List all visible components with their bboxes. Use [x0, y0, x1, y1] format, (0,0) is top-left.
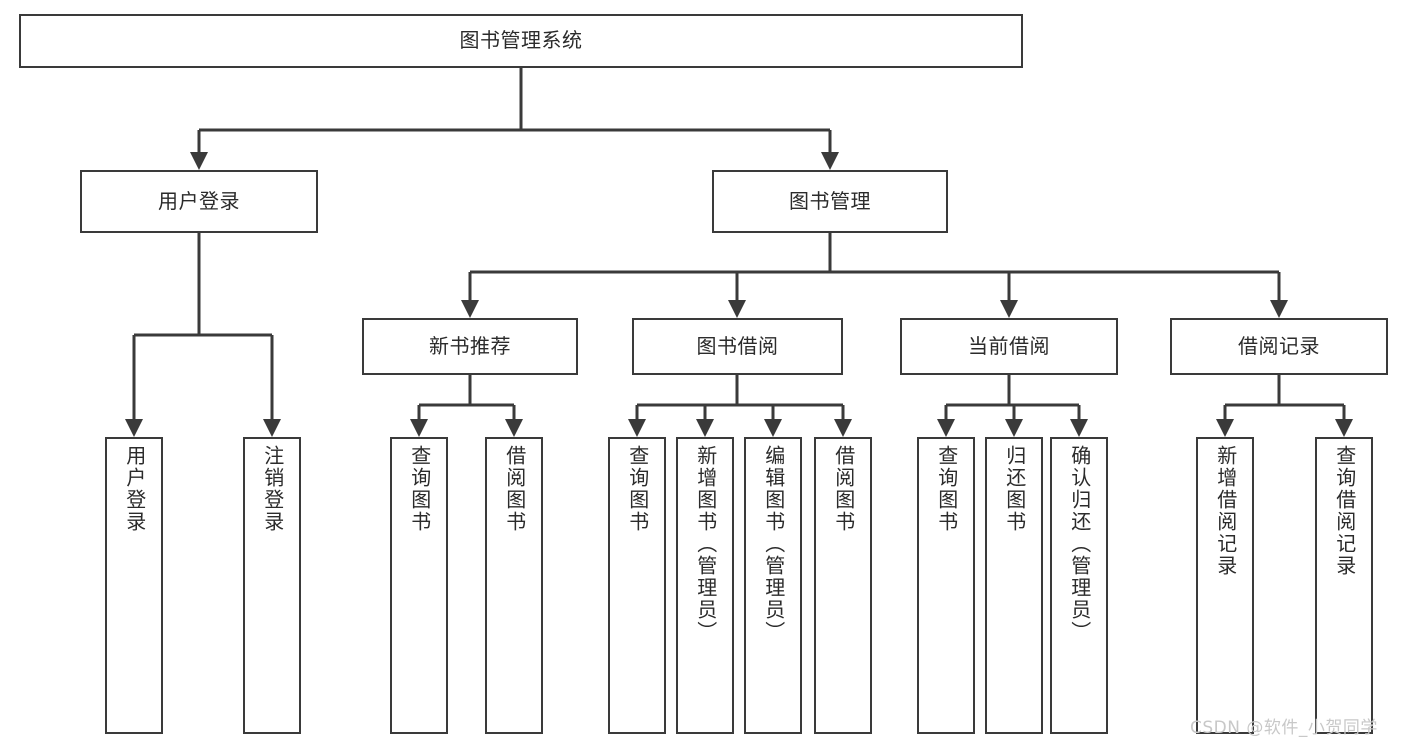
leaf-branch-8-head [1070, 419, 1088, 437]
leaf-branch-4-head [764, 419, 782, 437]
node-label: 新书推荐 [429, 333, 511, 358]
node-leaf-4[interactable]: 查询图书 [608, 437, 666, 734]
node-leaf-5[interactable]: 新增图书（管理员） [676, 437, 734, 734]
node-level1-0[interactable]: 用户登录 [80, 170, 318, 233]
leaf-branch-7-head [1005, 419, 1023, 437]
node-leaf-2[interactable]: 查询图书 [390, 437, 448, 734]
node-label: 新增图书（管理员） [693, 445, 718, 643]
node-label: 借阅图书 [831, 445, 856, 533]
manage-branch-2-head [1000, 300, 1018, 318]
node-leaf-9[interactable]: 归还图书 [985, 437, 1043, 734]
node-leaf-3[interactable]: 借阅图书 [485, 437, 543, 734]
node-leaf-12[interactable]: 查询借阅记录 [1315, 437, 1373, 734]
node-label: 归还图书 [1002, 445, 1027, 533]
login-branch-0-head [125, 419, 143, 437]
manage-branch-1-head [728, 300, 746, 318]
node-label: 查询借阅记录 [1332, 445, 1357, 577]
leaf-branch-1-head [505, 419, 523, 437]
node-level2-3[interactable]: 借阅记录 [1170, 318, 1388, 375]
login-branch-1-head [263, 419, 281, 437]
node-leaf-11[interactable]: 新增借阅记录 [1196, 437, 1254, 734]
node-label: 新增借阅记录 [1213, 445, 1238, 577]
root-branch-0-head [190, 152, 208, 170]
leaf-branch-9-head [1216, 419, 1234, 437]
node-label: 查询图书 [625, 445, 650, 533]
node-label: 当前借阅 [968, 333, 1050, 358]
manage-branch-0-head [461, 300, 479, 318]
node-level2-2[interactable]: 当前借阅 [900, 318, 1118, 375]
node-label: 注销登录 [260, 445, 285, 533]
leaf-branch-5-head [834, 419, 852, 437]
leaf-branch-10-head [1335, 419, 1353, 437]
node-label: 用户登录 [158, 188, 240, 213]
node-label: 查询图书 [934, 445, 959, 533]
leaf-branch-2-head [628, 419, 646, 437]
node-root[interactable]: 图书管理系统 [19, 14, 1023, 68]
node-level1-1[interactable]: 图书管理 [712, 170, 948, 233]
leaf-branch-0-head [410, 419, 428, 437]
node-label: 借阅记录 [1238, 333, 1320, 358]
node-label: 图书管理 [789, 188, 871, 213]
node-label: 查询图书 [407, 445, 432, 533]
node-leaf-8[interactable]: 查询图书 [917, 437, 975, 734]
node-leaf-1[interactable]: 注销登录 [243, 437, 301, 734]
node-label: 编辑图书（管理员） [761, 445, 786, 643]
node-leaf-0[interactable]: 用户登录 [105, 437, 163, 734]
manage-branch-3-head [1270, 300, 1288, 318]
node-leaf-6[interactable]: 编辑图书（管理员） [744, 437, 802, 734]
node-label: 确认归还（管理员） [1067, 445, 1092, 643]
node-level2-1[interactable]: 图书借阅 [632, 318, 843, 375]
node-label: 借阅图书 [502, 445, 527, 533]
node-label: 用户登录 [122, 445, 147, 533]
node-leaf-10[interactable]: 确认归还（管理员） [1050, 437, 1108, 734]
leaf-branch-6-head [937, 419, 955, 437]
node-label: 图书借阅 [696, 333, 779, 358]
node-leaf-7[interactable]: 借阅图书 [814, 437, 872, 734]
node-level2-0[interactable]: 新书推荐 [362, 318, 578, 375]
node-label: 图书管理系统 [459, 28, 583, 53]
leaf-branch-3-head [696, 419, 714, 437]
root-branch-1-head [821, 152, 839, 170]
